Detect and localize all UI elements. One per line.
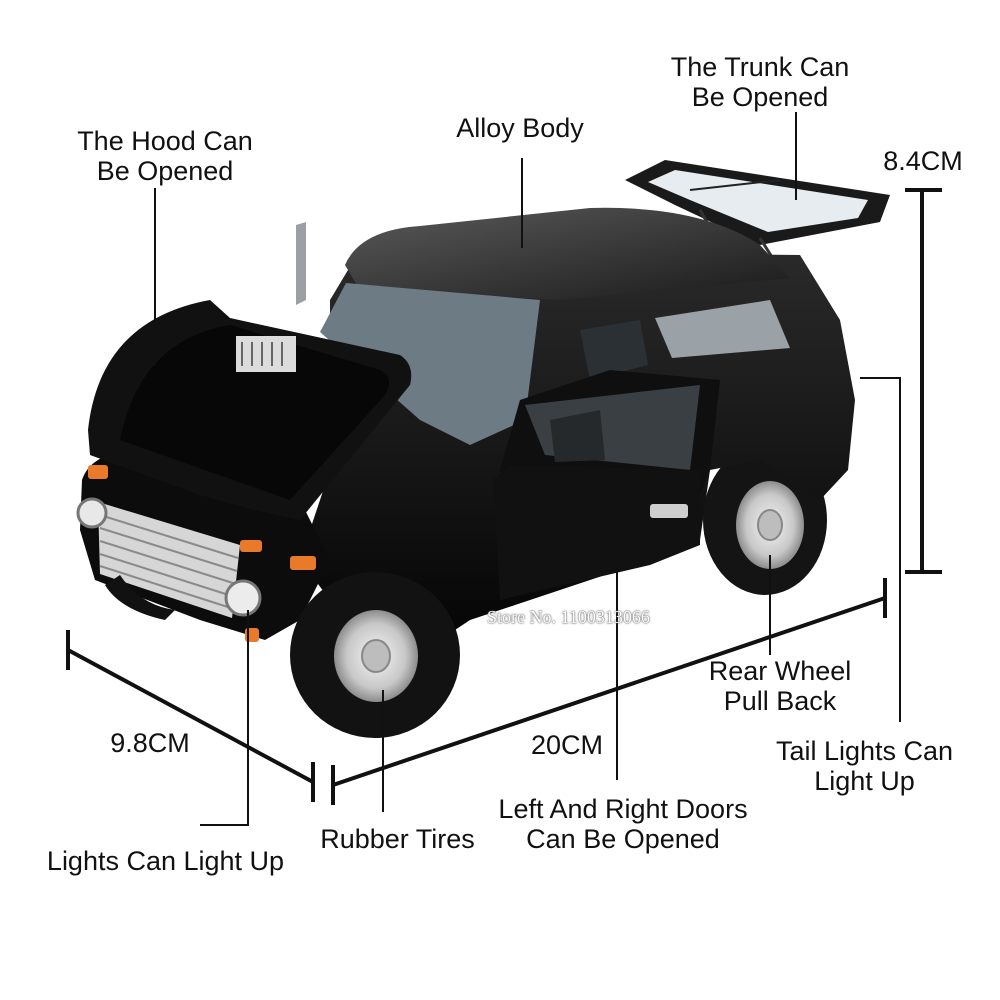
trunk-callout-line-2: Be Opened bbox=[691, 82, 829, 112]
tires-callout-line-1: Rubber Tires bbox=[320, 824, 475, 854]
car-body bbox=[300, 207, 855, 640]
width-label: 9.8CM bbox=[95, 728, 205, 758]
alloy-callout: Alloy Body bbox=[430, 113, 610, 143]
open-hood bbox=[88, 222, 412, 520]
length-value: 20CM bbox=[530, 730, 604, 760]
doors-callout-line-1: Left And Right Doors bbox=[498, 794, 748, 824]
tail-callout-line-2: Light Up bbox=[814, 766, 915, 796]
height-value: 8.4CM bbox=[883, 146, 963, 176]
width-value: 9.8CM bbox=[110, 728, 190, 758]
height-label: 8.4CM bbox=[868, 146, 978, 176]
hood-callout: The Hood Can Be Opened bbox=[60, 126, 270, 186]
lights-callout-line-1: Lights Can Light Up bbox=[46, 846, 285, 876]
trunk-callout: The Trunk Can Be Opened bbox=[650, 52, 870, 112]
wheel-callout-line-2: Pull Back bbox=[723, 686, 837, 716]
tail-callout: Tail Lights Can Light Up bbox=[752, 736, 977, 796]
front-wheel bbox=[105, 572, 460, 738]
alloy-callout-line-1: Alloy Body bbox=[456, 113, 584, 143]
tires-callout: Rubber Tires bbox=[305, 824, 490, 854]
dimension-lines bbox=[66, 188, 942, 805]
trunk-callout-line-1: The Trunk Can bbox=[670, 52, 850, 82]
doors-callout-line-2: Can Be Opened bbox=[526, 824, 720, 854]
tail-callout-line-1: Tail Lights Can bbox=[775, 736, 954, 766]
wheel-callout-line-1: Rear Wheel bbox=[708, 656, 852, 686]
length-label: 20CM bbox=[512, 730, 622, 760]
lights-callout: Lights Can Light Up bbox=[28, 846, 303, 876]
doors-callout: Left And Right Doors Can Be Opened bbox=[478, 794, 768, 854]
trunk-lid bbox=[625, 160, 890, 263]
hood-callout-line-2: Be Opened bbox=[96, 156, 234, 186]
store-watermark: Store No. 1100313066 bbox=[487, 607, 650, 627]
hood-callout-line-1: The Hood Can bbox=[77, 126, 253, 156]
wheel-callout: Rear Wheel Pull Back bbox=[690, 656, 870, 716]
